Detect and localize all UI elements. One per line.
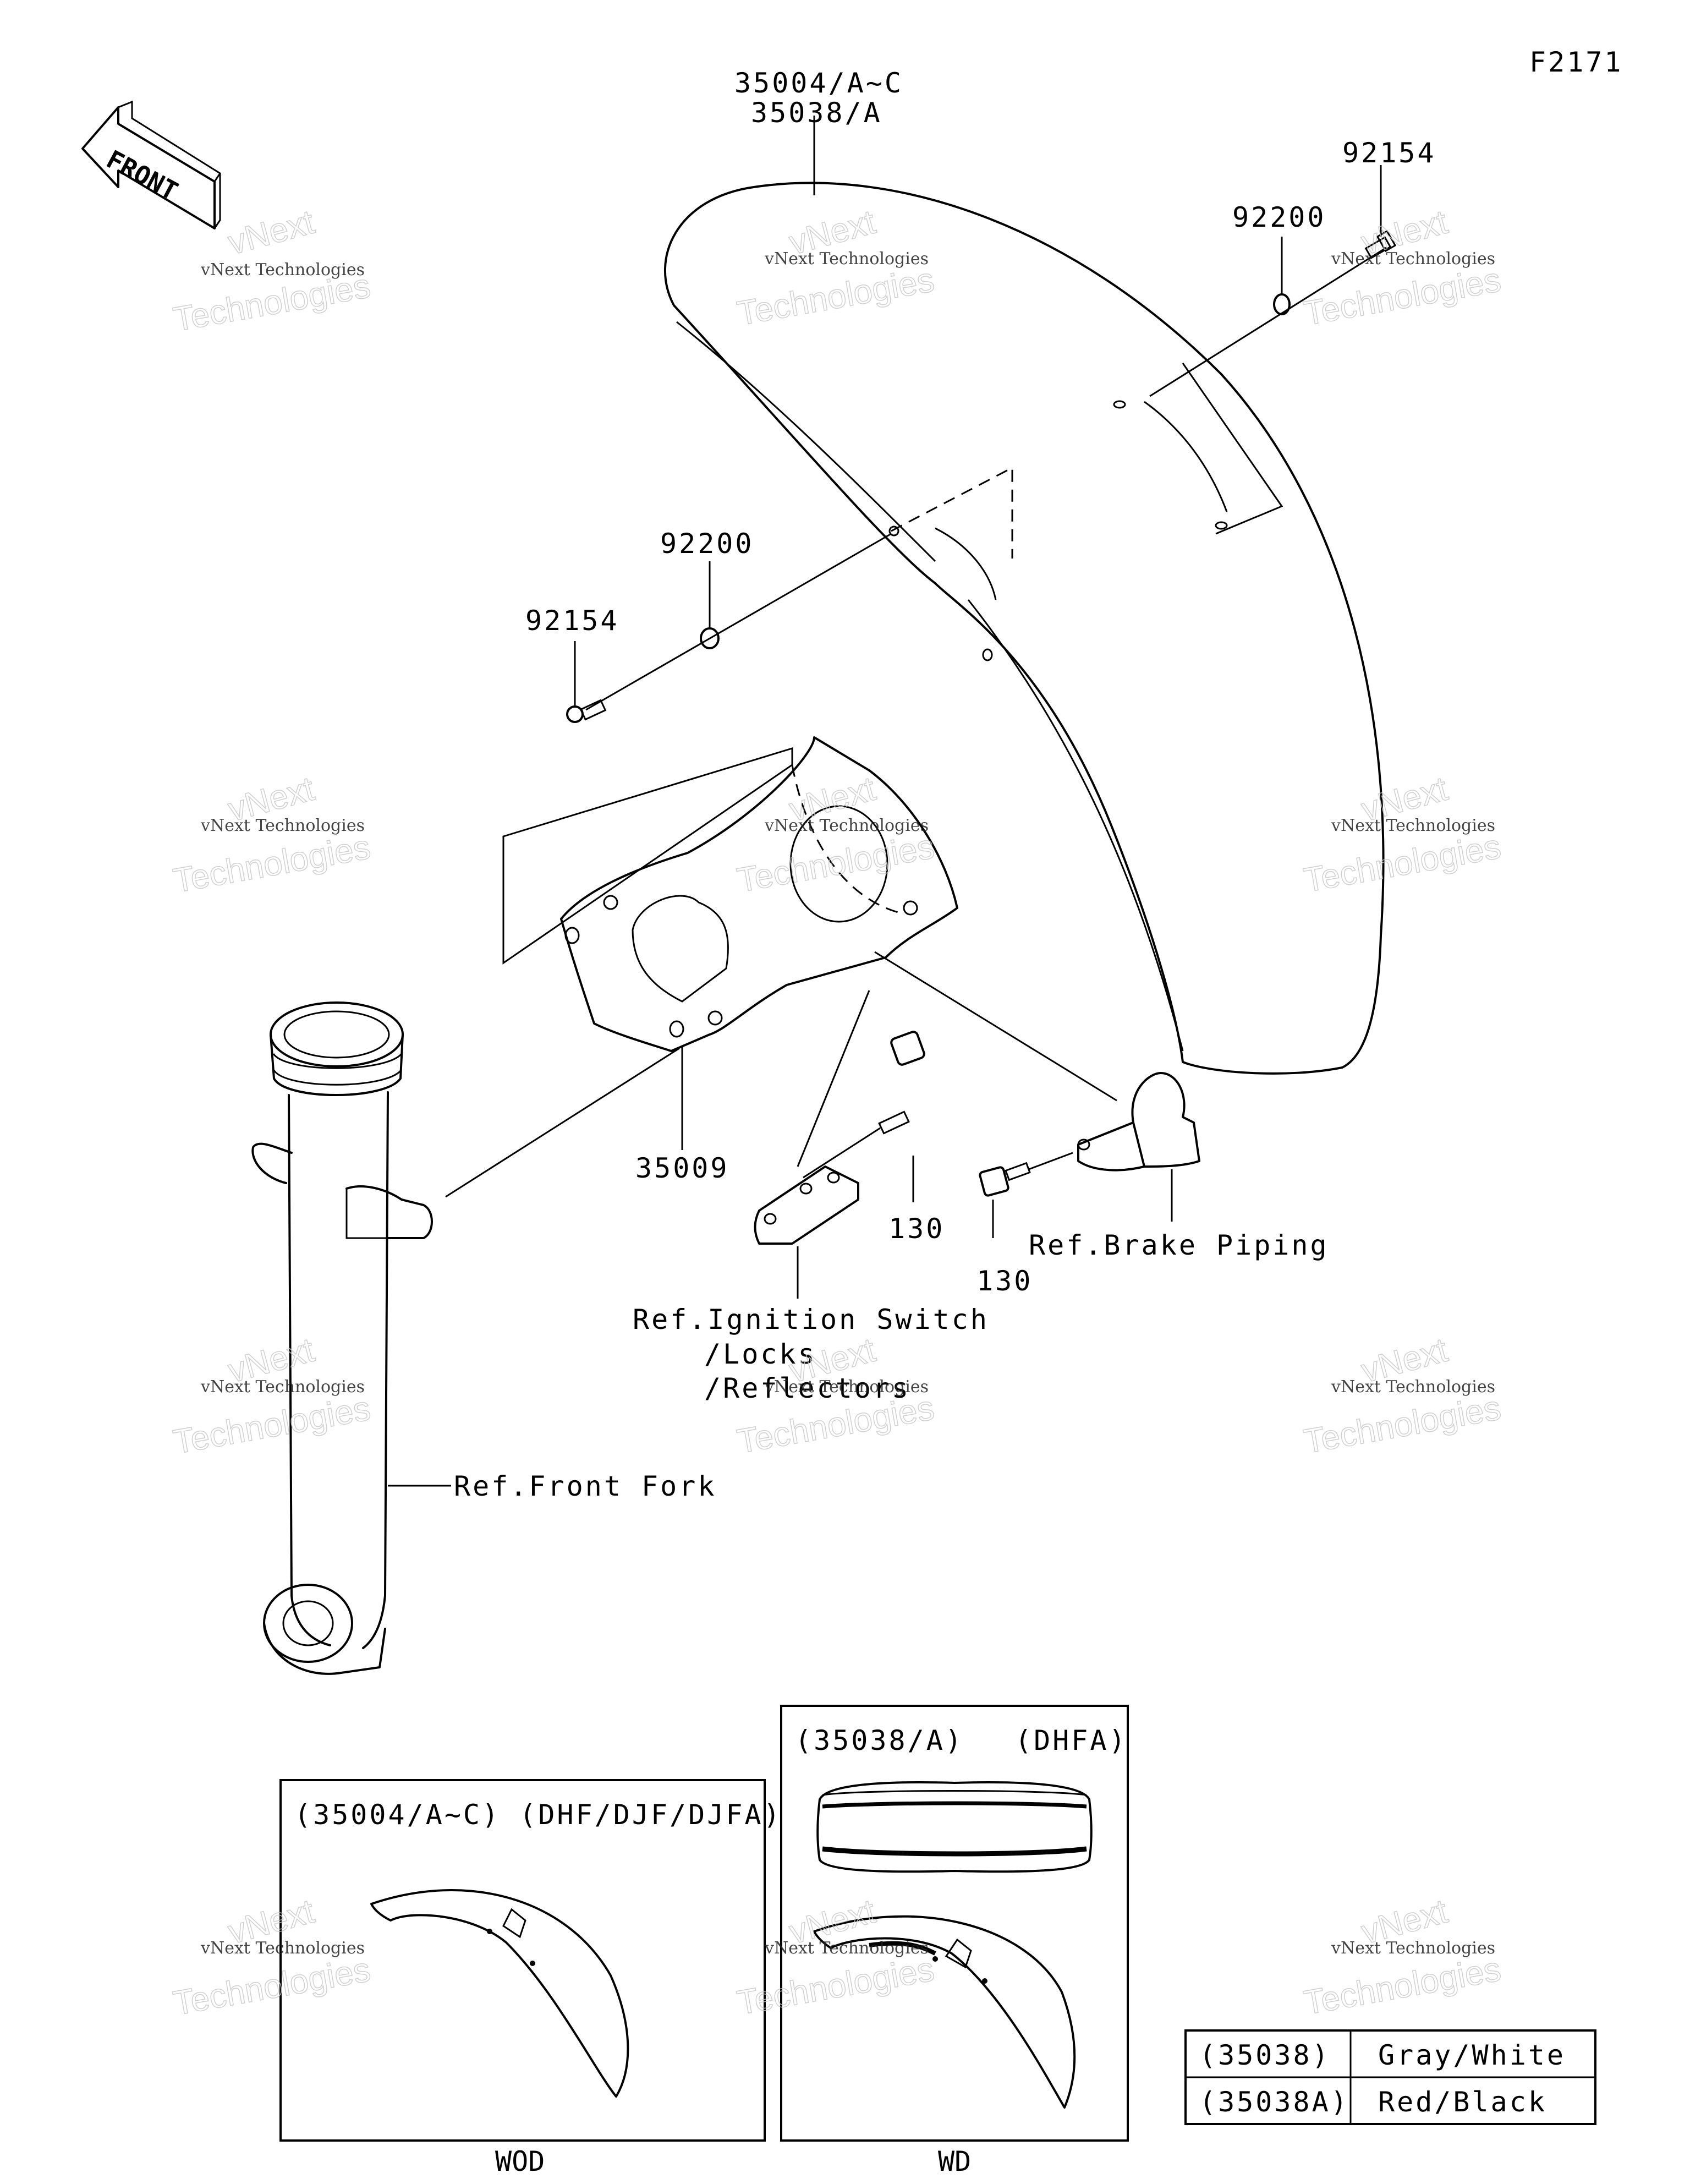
svg-text:vNext Technologies: vNext Technologies <box>764 816 929 835</box>
front-fender <box>664 182 1385 1075</box>
svg-text:vNext Technologies: vNext Technologies <box>764 1939 929 1958</box>
svg-text:vNext Technologies: vNext Technologies <box>1331 1377 1495 1397</box>
callout-washer-front: 92200 <box>660 528 754 560</box>
watermark-3: vNext vNext Technologies Technologies <box>1301 202 1504 333</box>
inset-right-header-model: (DHFA) <box>1015 1725 1128 1756</box>
svg-text:Technologies: Technologies <box>1301 261 1504 333</box>
fender-hole-side <box>1215 521 1228 530</box>
watermark-5: vNext vNext Technologies Technologies <box>734 769 937 900</box>
watermark-9: vNext vNext Technologies Technologies <box>1301 1331 1504 1462</box>
fender-hole-lower <box>982 648 993 661</box>
color-table: (35038) Gray/White (35038A) Red/Black <box>1184 2029 1596 2125</box>
ref-brake-piping: Ref.Brake Piping <box>1029 1229 1329 1261</box>
callout-bracket: 35009 <box>635 1152 729 1184</box>
color-table-color-1: Red/Black <box>1378 2086 1547 2118</box>
washer-92200-front <box>700 627 720 649</box>
washer-92200-rear <box>1273 293 1291 315</box>
callout-bolt-center: 130 <box>888 1213 945 1245</box>
callout-fender-line2: 35038/A <box>751 97 882 129</box>
svg-text:vNext Technologies: vNext Technologies <box>200 1377 365 1397</box>
fender-top-view <box>816 1781 1093 1873</box>
callout-bolt-front: 92154 <box>525 605 619 637</box>
watermark-6: vNext vNext Technologies Technologies <box>1301 769 1504 900</box>
inset-left: (35004/A~C) (DHF/DJF/DJFA) WOD <box>279 1779 782 2177</box>
svg-text:vNext: vNext <box>224 203 318 262</box>
svg-text:vNext Technologies: vNext Technologies <box>1331 249 1495 269</box>
svg-text:Technologies: Technologies <box>734 261 937 333</box>
svg-text:Technologies: Technologies <box>171 1389 373 1462</box>
ref-front-fork: Ref.Front Fork <box>454 1470 716 1502</box>
svg-text:vNext Technologies: vNext Technologies <box>200 816 365 835</box>
front-arrow-label: FRONT <box>102 144 183 206</box>
ignition-bracket <box>754 1165 859 1245</box>
bolt-92154-rear <box>1364 229 1397 259</box>
ref-ignition-line1: Ref.Ignition Switch <box>633 1304 989 1335</box>
svg-text:Technologies: Technologies <box>1301 1950 1504 2022</box>
svg-text:vNext Technologies: vNext Technologies <box>1331 1939 1495 1958</box>
svg-text:Technologies: Technologies <box>734 828 937 900</box>
color-table-code-0: (35038) <box>1199 2039 1331 2071</box>
front-arrow-icon: FRONT <box>81 100 222 229</box>
inset-right: (35038/A) (DHFA) WD <box>780 1705 1129 2177</box>
watermark-12: vNext vNext Technologies Technologies <box>1301 1892 1504 2023</box>
callout-fender-line1: 35004/A~C <box>734 67 903 99</box>
watermark-1: vNext vNext Technologies Technologies <box>170 202 374 339</box>
svg-text:Technologies: Technologies <box>1301 1389 1504 1461</box>
svg-text:Technologies: Technologies <box>171 828 373 900</box>
watermark-2: vNext vNext Technologies Technologies <box>734 202 937 333</box>
svg-text:vNext Technologies: vNext Technologies <box>764 249 929 269</box>
svg-text:vNext Technologies: vNext Technologies <box>1331 816 1495 835</box>
brake-piping-clamp <box>1077 1072 1200 1172</box>
figure-code: F2171 <box>1529 46 1623 78</box>
callout-washer-rear: 92200 <box>1232 201 1326 233</box>
callout-bolt-rear: 92154 <box>1342 137 1436 169</box>
fender-hole-rear <box>1113 400 1126 409</box>
ref-ignition-line2: /Locks <box>704 1338 817 1370</box>
watermark-4: vNext vNext Technologies Technologies <box>170 769 374 900</box>
svg-text:Technologies: Technologies <box>1301 828 1504 900</box>
inset-right-caption: WD <box>938 2145 971 2177</box>
watermark-7: vNext vNext Technologies Technologies <box>170 1331 374 1462</box>
color-table-code-1: (35038A) <box>1199 2086 1349 2118</box>
callout-bolt-right: 130 <box>976 1265 1033 1297</box>
color-table-color-0: Gray/White <box>1378 2039 1566 2071</box>
watermark-10: vNext vNext Technologies Technologies <box>170 1892 374 2023</box>
bolt-130-center <box>803 1031 925 1179</box>
svg-text:vNext Technologies: vNext Technologies <box>200 260 365 280</box>
svg-text:Technologies: Technologies <box>171 1951 373 2023</box>
svg-text:vNext Technologies: vNext Technologies <box>764 1377 929 1397</box>
fender-bracket-35009 <box>502 736 958 1052</box>
ref-ignition-line3: /Reflectors <box>704 1372 910 1404</box>
inset-left-header: (35004/A~C) (DHF/DJF/DJFA) <box>294 1799 782 1831</box>
fender-side-view <box>813 1915 1076 2109</box>
inset-right-header-part: (35038/A) <box>795 1725 964 1756</box>
front-fork <box>251 1001 433 1675</box>
svg-text:vNext Technologies: vNext Technologies <box>200 1939 365 1958</box>
bolt-130-right <box>979 1152 1073 1197</box>
fender-hole-front <box>888 526 899 537</box>
bolt-92154-front <box>566 699 607 723</box>
inset-left-caption: WOD <box>495 2145 545 2177</box>
